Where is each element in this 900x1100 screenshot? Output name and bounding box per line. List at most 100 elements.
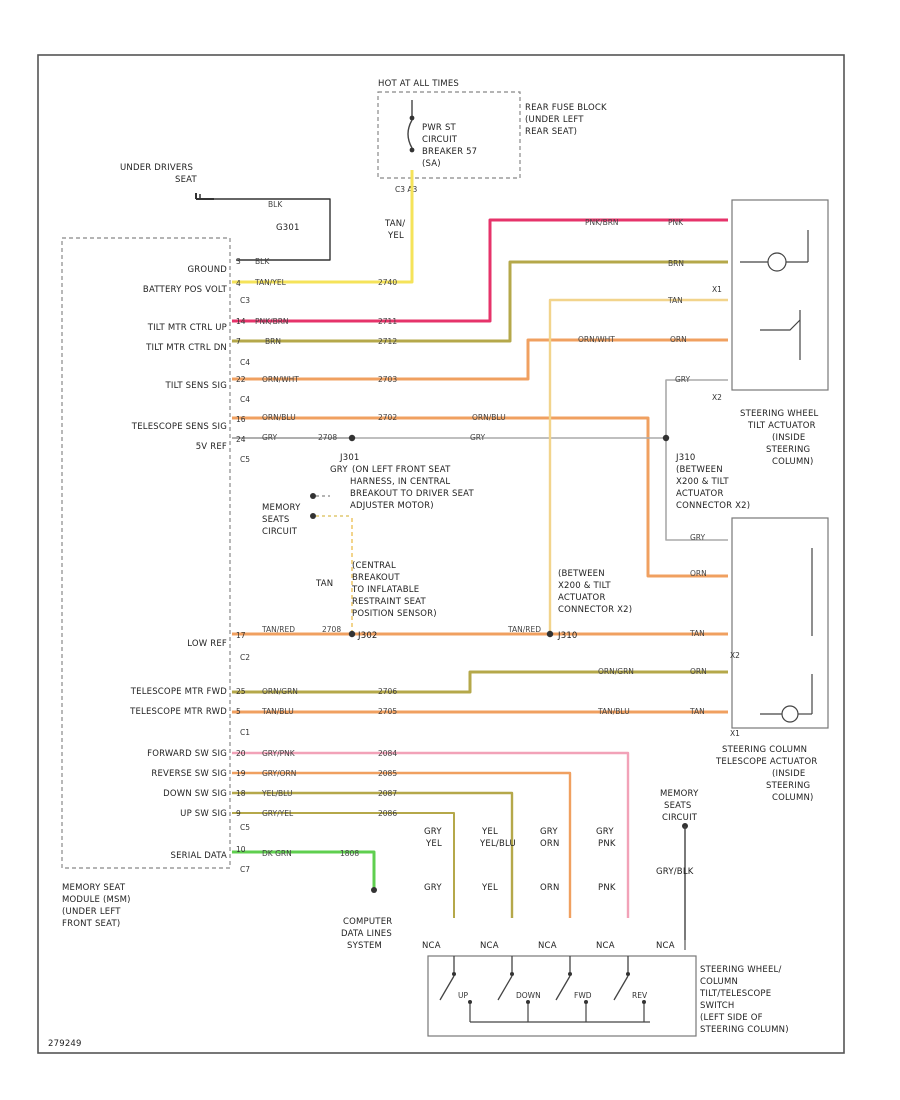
switch-contact-up: [439, 956, 472, 1022]
svg-text:ORN/WHT: ORN/WHT: [578, 335, 615, 344]
x1-label: X1: [712, 285, 722, 294]
svg-text:CIRCUIT: CIRCUIT: [422, 135, 458, 145]
switch-contact-down: [497, 956, 530, 1022]
wire-5v-ref: [232, 379, 728, 439]
svg-text:(UNDER LEFT: (UNDER LEFT: [62, 907, 121, 917]
svg-text:3: 3: [236, 257, 241, 266]
svg-text:TAN/RED: TAN/RED: [261, 625, 295, 634]
svg-text:REAR SEAT): REAR SEAT): [525, 127, 577, 137]
svg-text:POSITION SENSOR): POSITION SENSOR): [352, 609, 437, 619]
wire-tilt-dn: [232, 260, 728, 343]
svg-text:BLK: BLK: [255, 257, 270, 266]
svg-text:2711: 2711: [378, 317, 397, 326]
switch-label-fwd: FWD: [574, 991, 592, 1000]
svg-text:ORN/WHT: ORN/WHT: [262, 375, 299, 384]
svg-text:MEMORY: MEMORY: [262, 503, 301, 513]
svg-text:2084: 2084: [378, 749, 397, 758]
svg-text:7: 7: [236, 337, 241, 346]
svg-text:(ON LEFT FRONT SEAT: (ON LEFT FRONT SEAT: [352, 465, 451, 475]
splice-j310-high: J310 (BETWEEN X200 & TILT ACTUATOR CONNE…: [662, 434, 750, 511]
rear-connector-label: C3 A3: [395, 185, 418, 194]
svg-text:NCA: NCA: [596, 941, 615, 951]
label-tilt-up: TILT MTR CTRL UP: [147, 323, 227, 333]
svg-text:24: 24: [236, 435, 246, 444]
footer-code: 279249: [48, 1039, 82, 1049]
diagram-frame: [37, 54, 845, 1054]
svg-text:MEMORY SEAT: MEMORY SEAT: [62, 883, 126, 893]
svg-text:COLUMN): COLUMN): [772, 793, 814, 803]
svg-text:YEL/BLU: YEL/BLU: [261, 789, 292, 798]
svg-text:PNK: PNK: [598, 839, 616, 849]
svg-text:BRN: BRN: [668, 259, 684, 268]
svg-text:18: 18: [236, 789, 246, 798]
telescope-motor-symbol: [760, 548, 813, 723]
svg-text:STEERING COLUMN): STEERING COLUMN): [700, 1025, 789, 1035]
svg-text:(SA): (SA): [422, 159, 441, 169]
svg-text:5: 5: [236, 707, 241, 716]
svg-text:(BETWEEN: (BETWEEN: [558, 569, 605, 579]
svg-text:TAN/YEL: TAN/YEL: [254, 278, 287, 287]
svg-text:14: 14: [236, 317, 246, 326]
tilt-telescope-switch-box: [427, 955, 697, 1037]
svg-text:GRY: GRY: [262, 433, 278, 442]
svg-text:STEERING: STEERING: [766, 445, 810, 455]
wire-ground: [214, 198, 331, 261]
ground-tag: G301: [276, 223, 300, 233]
svg-text:ORN/GRN: ORN/GRN: [262, 687, 298, 696]
x1-label-lower: X1: [730, 729, 740, 738]
svg-text:UNDER DRIVERS: UNDER DRIVERS: [120, 163, 193, 173]
svg-text:SEATS: SEATS: [664, 801, 692, 811]
svg-text:ORN: ORN: [540, 839, 560, 849]
svg-text:2085: 2085: [378, 769, 397, 778]
svg-text:BREAKOUT: BREAKOUT: [352, 573, 400, 583]
svg-text:2703: 2703: [378, 375, 397, 384]
svg-text:TO INFLATABLE: TO INFLATABLE: [351, 585, 419, 595]
label-up-sw: UP SW SIG: [180, 809, 227, 819]
svg-text:BRN: BRN: [265, 337, 281, 346]
svg-text:GRY: GRY: [424, 883, 442, 893]
svg-text:NCA: NCA: [538, 941, 557, 951]
svg-text:C4: C4: [240, 358, 250, 367]
svg-text:PNK: PNK: [668, 218, 684, 227]
svg-text:STEERING: STEERING: [766, 781, 810, 791]
svg-text:(LEFT SIDE OF: (LEFT SIDE OF: [700, 1013, 763, 1023]
label-5v-ref: 5V REF: [196, 442, 227, 452]
svg-text:SWITCH: SWITCH: [700, 1001, 735, 1011]
label-rev-sw: REVERSE SW SIG: [151, 769, 227, 779]
x2-label-lower: X2: [730, 651, 740, 660]
wire-fwd-sw: [232, 751, 630, 918]
svg-text:2702: 2702: [378, 413, 397, 422]
svg-text:CONNECTOR X2): CONNECTOR X2): [558, 605, 632, 615]
switch-label-rev: REV: [632, 991, 648, 1000]
module-pin-labels: GROUND BATTERY POS VOLT TILT MTR CTRL UP…: [129, 265, 227, 861]
label-low-ref: LOW REF: [187, 639, 227, 649]
svg-text:4: 4: [236, 279, 241, 288]
svg-text:RESTRAINT SEAT: RESTRAINT SEAT: [352, 597, 427, 607]
svg-text:9: 9: [236, 809, 241, 818]
svg-text:TAN: TAN: [315, 579, 333, 589]
splice-j310-low: J310 (BETWEEN X200 & TILT ACTUATOR CONNE…: [546, 569, 632, 641]
wire-tele-fwd: [232, 670, 728, 694]
switch-contact-rev: [613, 956, 646, 1022]
memory-seats-circuit-left: MEMORY SEATS CIRCUIT: [262, 493, 350, 537]
svg-text:TILT ACTUATOR: TILT ACTUATOR: [747, 421, 816, 431]
svg-text:(CENTRAL: (CENTRAL: [352, 561, 396, 571]
telescope-actuator-label: STEERING COLUMN TELESCOPE ACTUATOR (INSI…: [715, 745, 817, 803]
rear-fuse-block-box: [377, 91, 521, 179]
wire-down-sw: [232, 791, 514, 918]
svg-text:16: 16: [236, 415, 246, 424]
svg-text:J310: J310: [557, 631, 578, 641]
svg-text:2708: 2708: [318, 433, 337, 442]
svg-text:GRY: GRY: [540, 827, 558, 837]
svg-text:J310: J310: [675, 453, 696, 463]
svg-text:17: 17: [236, 631, 246, 640]
svg-text:REAR FUSE BLOCK: REAR FUSE BLOCK: [525, 103, 607, 113]
svg-text:TELESCOPE ACTUATOR: TELESCOPE ACTUATOR: [715, 757, 817, 767]
svg-text:YEL: YEL: [387, 231, 404, 241]
svg-text:TAN: TAN: [689, 629, 705, 638]
wire-up-sw: [232, 812, 455, 918]
telescope-actuator-box: [731, 517, 829, 729]
svg-text:(INSIDE: (INSIDE: [772, 769, 805, 779]
rear-fuse-block-label: REAR FUSE BLOCK (UNDER LEFT REAR SEAT): [525, 103, 607, 137]
svg-text:CIRCUIT: CIRCUIT: [262, 527, 298, 537]
